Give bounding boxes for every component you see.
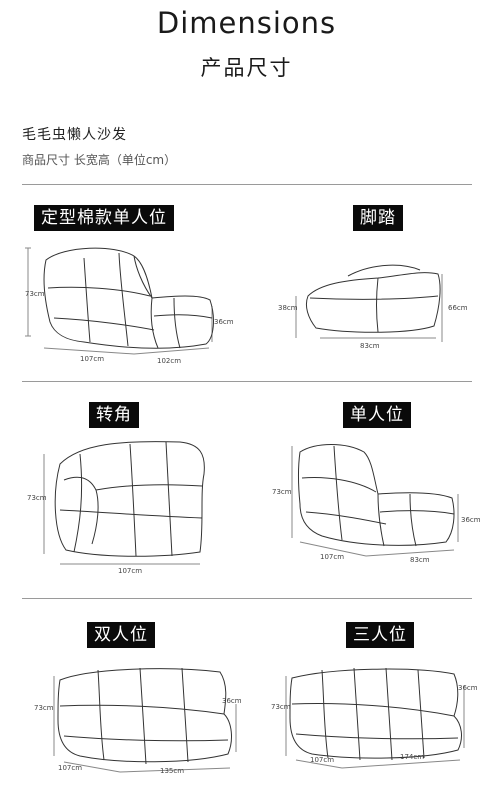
item-label-two-seater: 双人位 <box>87 622 155 648</box>
dim-width: 102cm <box>157 357 182 365</box>
dim-height: 73cm <box>271 703 291 711</box>
dim-depth: 107cm <box>58 764 83 772</box>
dim-width: 135cm <box>160 767 185 775</box>
page-subtitle: 产品尺寸 <box>200 56 293 80</box>
item-label-ottoman: 脚踏 <box>353 205 403 231</box>
dim-height: 73cm <box>25 290 45 298</box>
product-description: 商品尺寸 长宽高（单位cm） <box>22 153 177 167</box>
three-seater-sketch-icon <box>282 660 482 780</box>
dim-height: 38cm <box>278 304 298 312</box>
ottoman-sketch-icon <box>290 256 470 356</box>
divider <box>22 184 472 185</box>
dim-width: 107cm <box>118 567 143 575</box>
divider <box>22 598 472 599</box>
dim-width: 83cm <box>410 556 430 564</box>
dim-height: 73cm <box>27 494 47 502</box>
dim-seat-height: 36cm <box>222 697 242 705</box>
dim-width: 83cm <box>360 342 380 350</box>
dim-height: 73cm <box>34 704 54 712</box>
item-label-three-seater: 三人位 <box>346 622 414 648</box>
item-label-single-seat: 单人位 <box>343 402 411 428</box>
product-name: 毛毛虫懒人沙发 <box>22 127 127 143</box>
dim-seat-height: 36cm <box>461 516 481 524</box>
item-label-corner: 转角 <box>89 402 139 428</box>
dim-depth: 107cm <box>80 355 105 363</box>
dim-seat-height: 36cm <box>214 318 234 326</box>
dim-depth: 107cm <box>320 553 345 561</box>
item-label-shaped-cotton-single: 定型棉款单人位 <box>34 205 174 231</box>
dim-seat-height: 36cm <box>458 684 478 692</box>
page-title: Dimensions <box>156 6 337 40</box>
lounge-chair-sketch-icon <box>24 238 246 370</box>
single-seat-sketch-icon <box>286 438 476 568</box>
corner-seat-sketch-icon <box>40 434 212 574</box>
divider <box>22 381 472 382</box>
dim-total-height: 66cm <box>448 304 468 312</box>
dim-depth: 107cm <box>310 756 335 764</box>
dim-width: 174cm <box>400 753 425 761</box>
dim-height: 73cm <box>272 488 292 496</box>
two-seater-sketch-icon <box>50 660 250 780</box>
